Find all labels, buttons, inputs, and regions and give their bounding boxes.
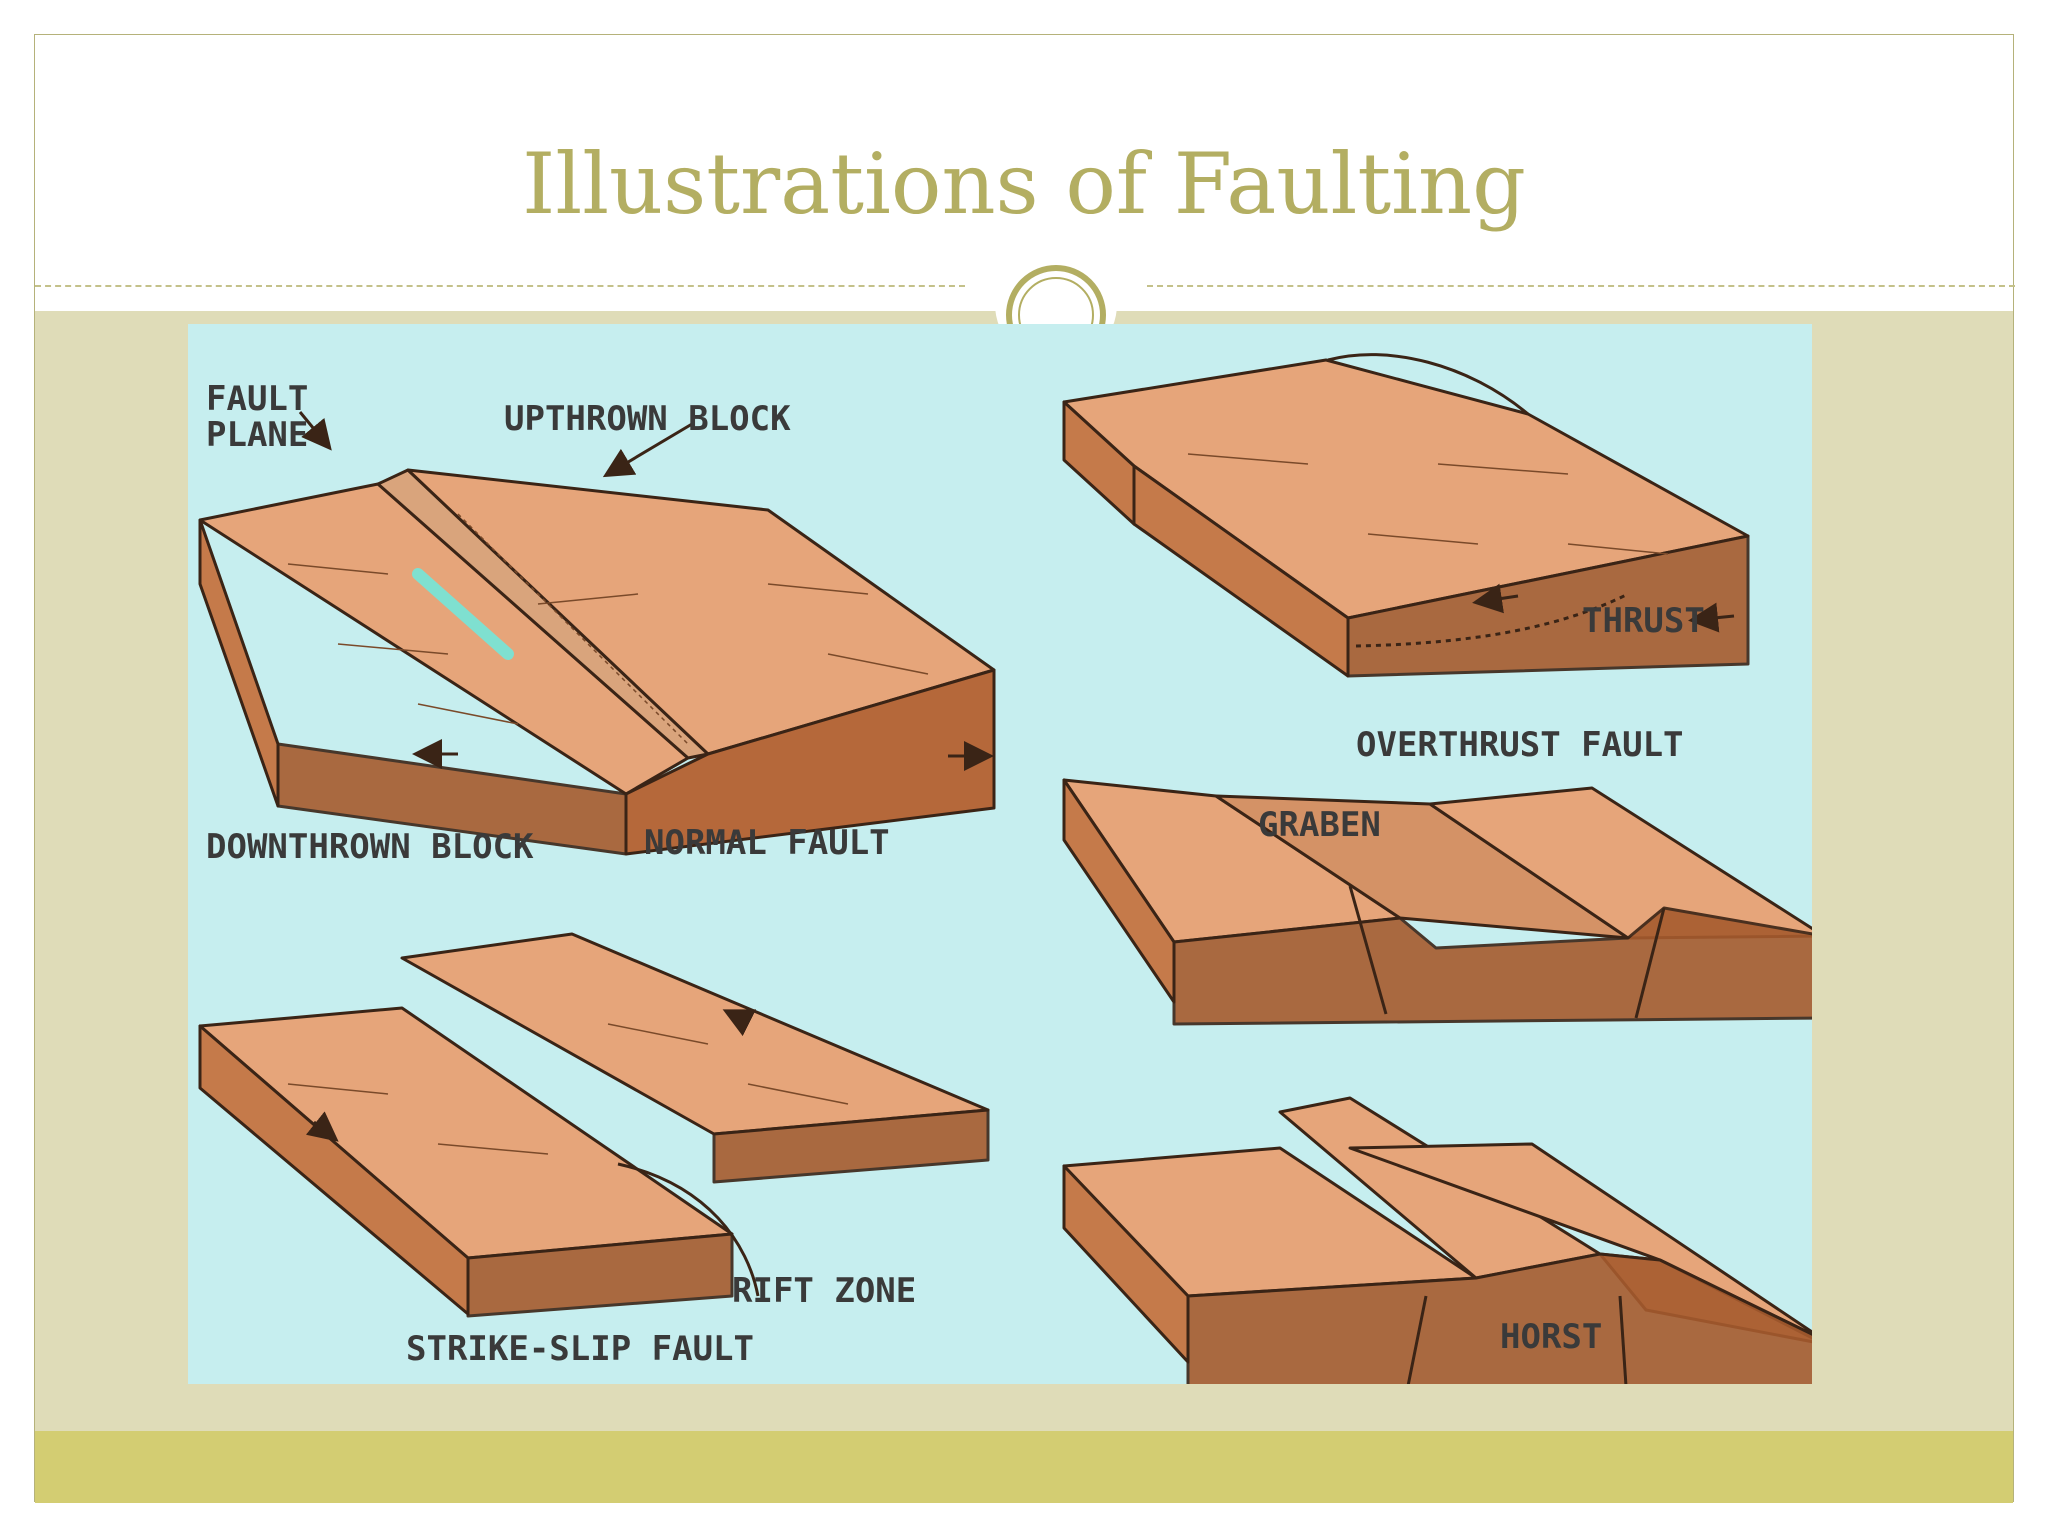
label-downthrown-block: DOWNTHROWN BLOCK xyxy=(206,827,534,867)
normal-fault-block xyxy=(198,468,996,856)
slide-title: Illustrations of Faulting xyxy=(522,135,1526,233)
rift-zone-pointer xyxy=(617,1162,760,1297)
label-rift-zone: RIFT ZONE xyxy=(732,1271,916,1311)
slip-arrow-left xyxy=(305,1111,339,1142)
label-plane: PLANE xyxy=(206,415,308,455)
label-graben: GRABEN xyxy=(1258,805,1381,845)
faulting-diagram: FAULT PLANE UPTHROWN BLOCK DOWNTHROWN BL… xyxy=(198,353,1812,1384)
thrust-arrow-2 xyxy=(1688,602,1735,633)
label-horst: HORST xyxy=(1500,1317,1602,1357)
label-thrust: THRUST xyxy=(1582,601,1705,641)
offset-stream xyxy=(412,568,514,660)
label-normal-fault: NORMAL FAULT xyxy=(644,823,890,863)
strike-slip-block xyxy=(198,932,990,1318)
title-area: Illustrations of Faulting xyxy=(35,35,2013,285)
overthrust-fault-block xyxy=(1062,353,1750,678)
label-overthrust-fault: OVERTHRUST FAULT xyxy=(1356,725,1684,765)
divider-right xyxy=(1147,285,2015,287)
slip-arrow-right xyxy=(722,1009,757,1037)
divider-left xyxy=(35,285,965,287)
thrust-arrow-1 xyxy=(1472,583,1519,614)
label-upthrown-block: UPTHROWN BLOCK xyxy=(504,399,791,439)
fault-plane-pointer xyxy=(298,411,332,451)
faulting-illustration: FAULT PLANE UPTHROWN BLOCK DOWNTHROWN BL… xyxy=(188,324,1812,1384)
label-strike-slip-fault: STRIKE-SLIP FAULT xyxy=(406,1329,754,1369)
upthrown-pointer xyxy=(602,422,693,478)
horst-block xyxy=(1062,1096,1812,1384)
footer-band xyxy=(35,1431,2013,1503)
graben-block xyxy=(1062,778,1812,1026)
label-fault: FAULT xyxy=(206,379,308,419)
